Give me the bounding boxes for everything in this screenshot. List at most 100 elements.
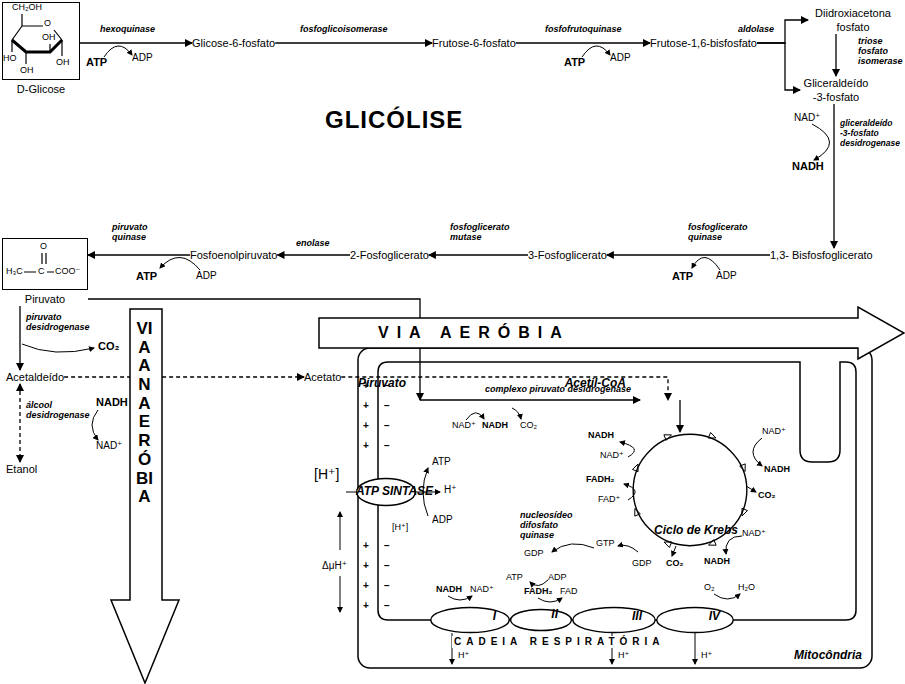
cofactor-label: CO₂	[98, 340, 119, 352]
node-text: Piruvato	[2, 292, 88, 306]
chemical-label: [H⁺]	[392, 522, 408, 533]
metabolite: Glicose-6-fosfato	[192, 36, 275, 50]
chemical-label: GTP	[596, 538, 615, 549]
connector	[429, 254, 528, 255]
chemical-label: H₃C	[6, 266, 23, 277]
section-heading: GLICÓLISE	[325, 106, 463, 134]
enzyme-label: álcool desidrogenase	[26, 400, 92, 420]
chemical-label: H⁺	[701, 650, 712, 661]
chemical-label: GDP	[632, 558, 652, 569]
charge-sign: +	[363, 600, 369, 611]
chemical-label: ADP	[548, 572, 567, 583]
structure-box: D-Glicose	[2, 2, 80, 96]
connector	[80, 42, 192, 43]
cofactor-label: ATP	[672, 270, 693, 282]
metabolite: Acetato	[304, 370, 341, 384]
krebs-arrowheads	[632, 432, 747, 547]
charge-sign: −	[384, 380, 390, 391]
metabolite: Etanol	[6, 462, 37, 476]
charge-sign: +	[363, 560, 369, 571]
chemical-label: GDP	[524, 548, 544, 559]
cofactor-label: NADH	[792, 160, 824, 172]
chemical-label: C	[38, 266, 45, 277]
chemical-label: OH	[56, 57, 70, 68]
chemical-label: HO	[3, 53, 17, 64]
ellipse-outline	[430, 607, 510, 633]
enzyme-label: piruvato desidrogenase	[26, 312, 92, 332]
node-text: 2-Fosfoglicerato	[350, 248, 429, 262]
node-text: Acetato	[304, 370, 341, 384]
node-text: Acetaldeído	[6, 370, 64, 384]
node-text: VIA AERÓBIA	[318, 324, 570, 342]
cofactor-label: ADP	[716, 270, 737, 282]
chemical-label: H⁺	[458, 650, 469, 661]
connector	[88, 254, 190, 255]
cofactor-label: ADP	[610, 52, 631, 64]
respiratory-complex: III	[572, 607, 656, 633]
node-text: Gliceraldeído -3-fosfato	[800, 76, 872, 104]
cofactor-label: CO₂	[758, 490, 776, 501]
connector	[757, 43, 800, 90]
cofactor-label: FADH₂	[524, 586, 553, 597]
chemical-label: CH₂OH	[12, 2, 42, 13]
metabolite: Frutose-1,6-bisfosfato	[650, 36, 757, 50]
mitochondrion: MitocôndriaPiruvatoAcetil-CoACiclo de Kr…	[352, 345, 876, 672]
enzyme-label: fosfoglicoisomerase	[300, 24, 388, 34]
node-text: I	[493, 609, 496, 623]
cofactor-label: NADH	[588, 430, 614, 441]
charge-sign: +	[363, 420, 369, 431]
cofactor-label: NAD⁺	[96, 440, 122, 452]
node-text: VIA ANAERÓBIA	[136, 320, 153, 507]
chemical-label: CO₂	[520, 420, 537, 431]
cofactor-label: NADH	[482, 420, 508, 431]
metabolite: 3-Fosfoglicerato	[528, 248, 607, 262]
chemical-label: ATP	[506, 572, 523, 583]
charge-sign: −	[384, 580, 390, 591]
chemical-label: O₂	[704, 582, 715, 593]
charge-sign: +	[363, 400, 369, 411]
charge-sign: +	[363, 540, 369, 551]
mitochondrion-membranes	[358, 348, 872, 668]
connector	[516, 42, 650, 43]
connector	[341, 377, 668, 400]
connector	[420, 399, 640, 400]
chemical-label: COO⁻	[55, 266, 80, 277]
enzyme-label: piruvato quinase	[112, 222, 182, 242]
charge-sign: +	[363, 580, 369, 591]
chemical-label: NAD⁺	[600, 450, 624, 461]
cofactor-label: ATP	[86, 56, 107, 68]
cofactor-label: ADP	[196, 270, 217, 282]
node-text: Diidroxiacetona fosfato	[808, 6, 898, 34]
connector	[833, 104, 834, 248]
cofactor-label: FADH₂	[586, 474, 615, 485]
node-text: III	[632, 609, 642, 623]
ellipse-outline	[572, 607, 656, 633]
node-text: 3-Fosfoglicerato	[528, 248, 607, 262]
enzyme-label: gliceraldeído -3-fosfato desidrogenase	[840, 118, 900, 148]
connector	[19, 306, 20, 370]
cofactor-label: H⁺	[444, 484, 457, 496]
node-text: D-Glicose	[2, 82, 80, 96]
respiratory-complex: I	[430, 607, 510, 633]
chemical-label: NAD⁺	[452, 420, 476, 431]
cofactor-label: ADP	[132, 52, 153, 64]
chemical-label: OH	[20, 65, 34, 76]
charge-sign: +	[363, 440, 369, 451]
enzyme-label: hexoquinase	[100, 24, 155, 34]
pathway-arrow: VIA AERÓBIA	[318, 306, 905, 360]
chemical-label: O	[44, 18, 51, 29]
cofactor-label: NADH	[704, 556, 730, 567]
proton-label: [H⁺]	[314, 466, 339, 482]
enzyme-label: fosfofrutoquinase	[545, 24, 622, 34]
metabolite: 1,3- Bisfosfoglicerato	[770, 248, 873, 262]
connector	[278, 254, 351, 255]
respiratory-complex: II	[510, 609, 572, 631]
cofactor-label: ATP	[564, 56, 585, 68]
cofactor-label: NADH	[96, 396, 128, 408]
node-text: Fosfoenolpiruvato	[190, 248, 277, 262]
charge-sign: −	[384, 540, 390, 551]
cofactor-label: CO₂	[666, 558, 684, 569]
chemical-label: NAD⁺	[470, 584, 494, 595]
node-text: Ciclo de Krebs	[654, 522, 734, 538]
node-text: 1,3- Bisfosfoglicerato	[770, 248, 873, 262]
